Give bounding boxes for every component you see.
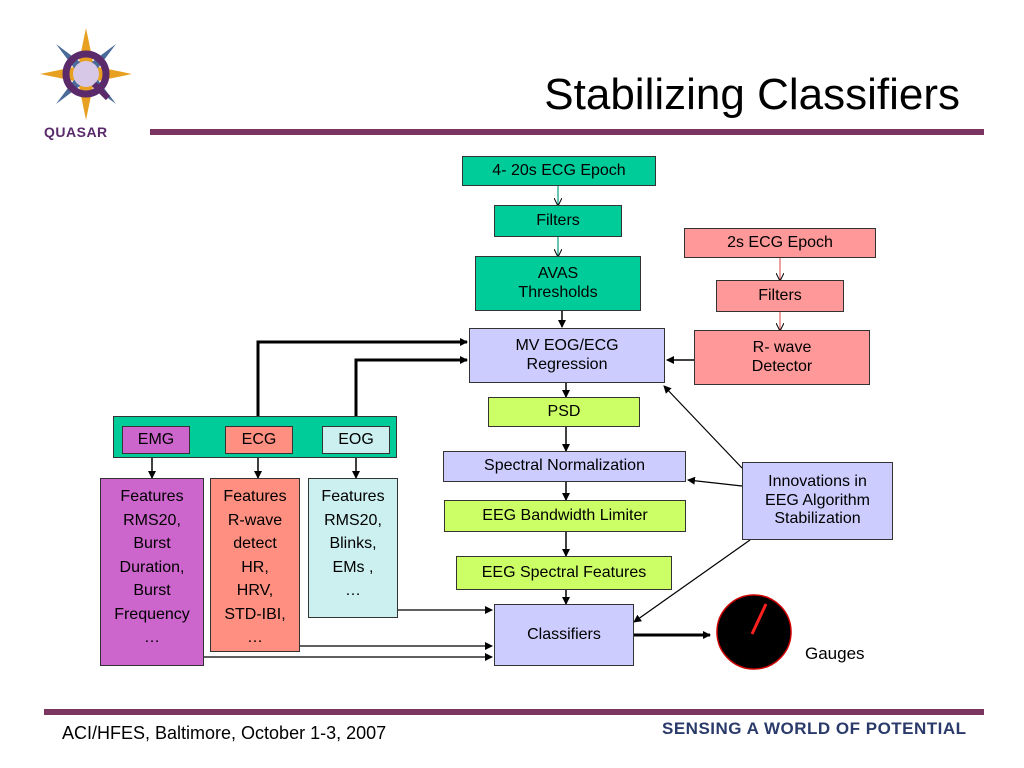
logo-text: QUASAR (44, 124, 108, 140)
filters-box-main: Filters (494, 205, 622, 237)
ecg-epoch-4-20s-box: 4- 20s ECG Epoch (462, 156, 656, 186)
gauge-icon (716, 594, 792, 670)
ecg-channel-box: ECG (225, 426, 293, 454)
classifiers-box: Classifiers (494, 604, 634, 666)
footer-tagline: SENSING A WORLD OF POTENTIAL (662, 719, 967, 738)
arrow-innovations-to-classifiers (633, 539, 751, 623)
ecg-epoch-2s-box: 2s ECG Epoch (684, 228, 876, 258)
eeg-bandwidth-limiter-box: EEG Bandwidth Limiter (444, 500, 686, 532)
psd-box: PSD (488, 397, 640, 427)
eeg-spectral-features-box: EEG Spectral Features (456, 556, 672, 590)
arrow-ecg-to-regression (256, 338, 468, 420)
eog-channel-box: EOG (322, 426, 390, 454)
footer-event: ACI/HFES, Baltimore, October 1-3, 2007 (62, 723, 387, 743)
gauges-label: Gauges (805, 644, 865, 663)
footer-rule (44, 709, 984, 715)
spectral-normalization-box: Spectral Normalization (443, 451, 686, 482)
header-rule (150, 129, 984, 135)
arrow-eog-to-regression (354, 356, 468, 420)
emg-channel-box: EMG (122, 426, 190, 454)
arrow-innovations-to-normalization (687, 476, 743, 487)
arrow-innovations-to-regression (663, 385, 743, 469)
quasar-star-icon (40, 28, 132, 120)
page-title: Stabilizing Classifiers (544, 70, 960, 119)
filters-box-right: Filters (716, 280, 844, 312)
quasar-logo (28, 22, 148, 142)
